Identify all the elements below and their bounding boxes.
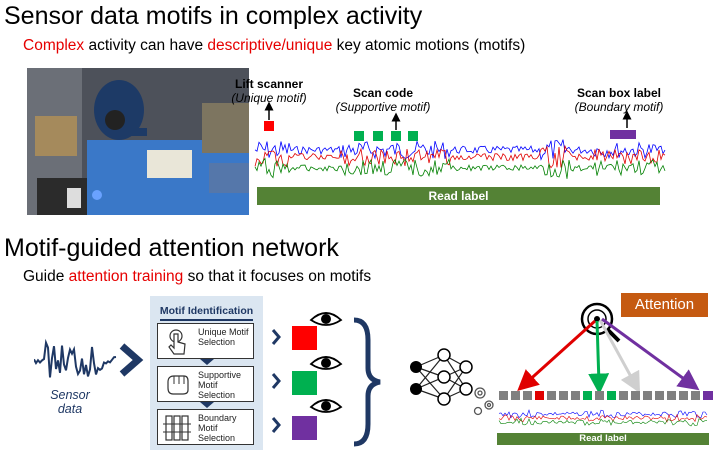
panel-down-arrow [200, 359, 214, 365]
signal-blue [254, 139, 666, 161]
motif-identification-panel: Motif Identification Unique Motif Select… [150, 296, 263, 450]
attention-token [559, 391, 568, 400]
unique-motif-selection-box: Unique Motif Selection [157, 323, 254, 359]
attention-arrow-other [598, 319, 641, 394]
boundary-motif-selection-box: Boundary Motif Selection [157, 409, 254, 445]
eye-icon [309, 312, 343, 326]
read-label-bar-small: Read label [497, 433, 709, 445]
read-label-bar: Read label [257, 187, 660, 205]
warehouse-photo-illustration [27, 68, 249, 215]
attention-token [643, 391, 652, 400]
marker-boundary [610, 130, 636, 139]
attention-token [667, 391, 676, 400]
attention-token [511, 391, 520, 400]
brace-icon [353, 317, 381, 447]
supportive-motif-label: Supportive Motif Selection [198, 370, 242, 400]
boundary-motif-label: Boundary Motif Selection [198, 413, 237, 443]
motif-label-scan-box-label: Scan box label (Boundary motif) [574, 86, 664, 114]
chevron-right-icon [271, 417, 281, 433]
attention-token [499, 391, 508, 400]
neural-network-icon [410, 348, 494, 416]
attention-token-row [499, 391, 713, 400]
marker-unique [264, 121, 274, 131]
chevron-right-icon [119, 343, 144, 377]
sensor-wave-icon [34, 338, 144, 378]
attention-label: Attention [621, 293, 708, 317]
attention-token [655, 391, 664, 400]
attention-token [583, 391, 592, 400]
section1-subtitle: Complex activity can have descriptive/un… [23, 37, 526, 54]
section2-subtitle: Guide attention training so that it focu… [23, 268, 372, 285]
activity-photo [27, 68, 249, 215]
eye-icon [309, 399, 343, 413]
supportive-motif-selection-box: Supportive Motif Selection [157, 366, 254, 402]
filmstrip-icon [163, 415, 191, 441]
marker-supportive [373, 131, 383, 141]
marker-supportive [391, 131, 401, 141]
eye-icon [309, 356, 343, 370]
signal-red [254, 144, 666, 169]
motif-panel-title: Motif Identification [159, 305, 254, 317]
unique-motif-label: Unique Motif Selection [198, 327, 249, 347]
supportive-motif-output [292, 371, 317, 395]
attention-token [691, 391, 700, 400]
attention-token [571, 391, 580, 400]
attention-token [523, 391, 532, 400]
marker-supportive [354, 131, 364, 141]
motif-label-scan-code: Scan code (Supportive motif) [335, 86, 431, 114]
attention-token [631, 391, 640, 400]
marker-supportive [408, 131, 418, 141]
sensor-data-label: Sensor data [50, 388, 90, 416]
signal-green [254, 157, 666, 179]
hand-pointer-icon [168, 329, 186, 355]
attention-arrow-supportive [588, 320, 610, 395]
attention-token [703, 391, 713, 400]
attention-arrow-unique [517, 319, 597, 392]
attention-arrow-boundary [601, 317, 700, 391]
attention-token [607, 391, 616, 400]
chevron-right-icon [271, 329, 281, 345]
motif-outputs [271, 312, 381, 447]
attention-diagram [498, 302, 713, 427]
section2-title: Motif-guided attention network [4, 234, 339, 262]
boundary-motif-output [292, 416, 317, 440]
fist-icon [167, 375, 189, 395]
attention-token [595, 391, 604, 400]
attention-token [619, 391, 628, 400]
attention-token [535, 391, 544, 400]
section1-title: Sensor data motifs in complex activity [4, 2, 423, 30]
attention-token [547, 391, 556, 400]
unique-motif-output [292, 326, 317, 350]
sensor-signal-plot [254, 101, 666, 179]
motif-label-lift-scanner: Lift scanner (Unique motif) [231, 77, 307, 105]
chevron-right-icon [271, 373, 281, 389]
attention-token [679, 391, 688, 400]
panel-down-arrow [200, 402, 214, 408]
gears-icon [473, 387, 494, 416]
